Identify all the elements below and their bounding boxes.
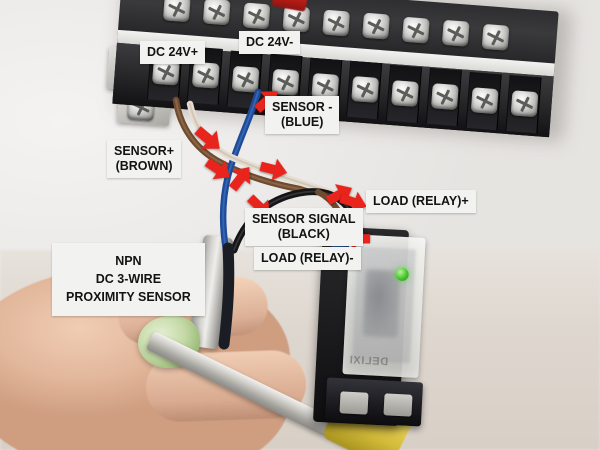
label-dc-24v-minus: DC 24V- bbox=[239, 31, 301, 54]
label-load-relay-minus: LOAD (RELAY)- bbox=[254, 247, 361, 270]
label-dc-24v-plus: DC 24V+ bbox=[140, 41, 206, 64]
wire-brown-highlight bbox=[174, 98, 320, 194]
wire-sensor-cable bbox=[218, 242, 235, 350]
label-npn-proximity-sensor: NPN DC 3-WIRE PROXIMITY SENSOR bbox=[52, 243, 205, 317]
label-sensor-signal: SENSOR SIGNAL (BLACK) bbox=[245, 208, 363, 246]
label-load-relay-plus: LOAD (RELAY)+ bbox=[366, 190, 476, 213]
label-sensor-plus: SENSOR+ (BROWN) bbox=[107, 140, 182, 178]
label-sensor-minus: SENSOR - (BLUE) bbox=[265, 96, 340, 134]
